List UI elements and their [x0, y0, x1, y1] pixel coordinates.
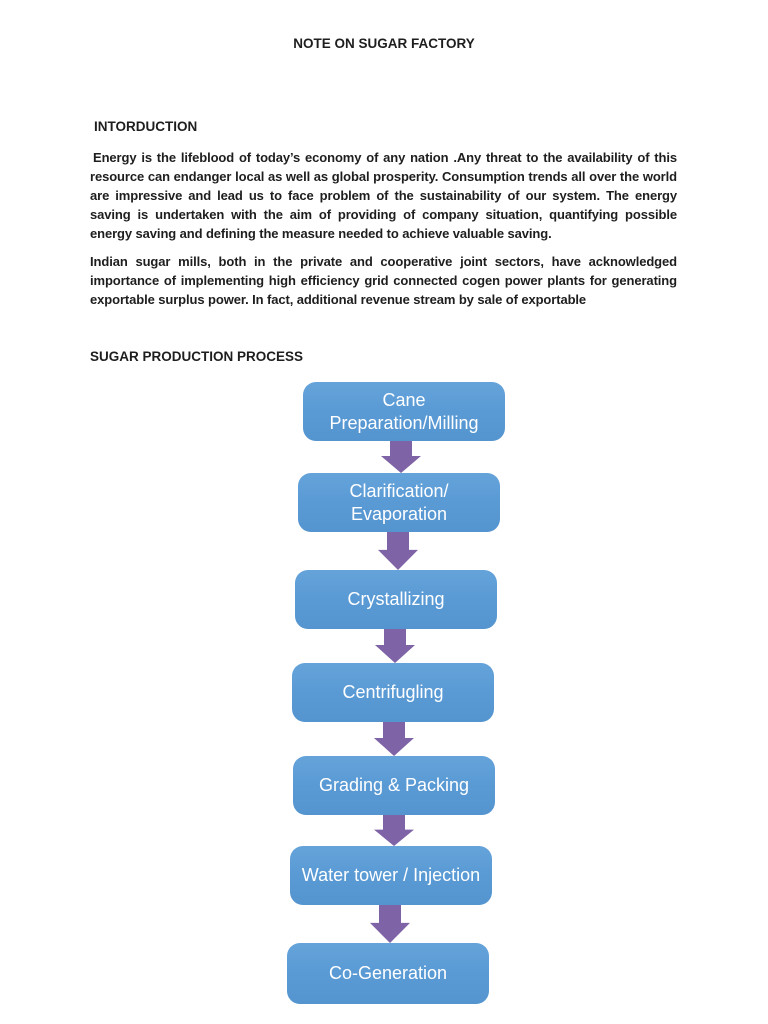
down-arrow-icon [375, 629, 415, 663]
down-arrow-icon [378, 532, 418, 570]
flow-step-water-tower-injection: Water tower / Injection [290, 846, 492, 905]
flow-step-label: Co-Generation [328, 963, 448, 983]
down-arrow-icon [381, 441, 421, 473]
flow-step-co-generation: Co-Generation [287, 943, 489, 1004]
process-heading: SUGAR PRODUCTION PROCESS [90, 349, 304, 364]
flow-step-cane-preparation-milling: Cane Preparation/Milling [303, 382, 505, 441]
down-arrow-icon [374, 722, 414, 756]
flow-step-crystallizing: Crystallizing [295, 570, 497, 629]
flow-step-grading-packing: Grading & Packing [293, 756, 495, 815]
introduction-heading: INTORDUCTION [94, 119, 198, 134]
flow-step-centrifugling: Centrifugling [292, 663, 494, 722]
flow-step-label: Grading & Packing [318, 775, 470, 795]
intro-paragraph-1: Energy is the lifeblood of today’s econo… [90, 150, 677, 241]
flow-step-label: Cane Preparation/Milling [329, 389, 479, 433]
page-title: NOTE ON SUGAR FACTORY [293, 36, 475, 51]
intro-paragraph-2: Indian sugar mills, both in the private … [90, 254, 677, 307]
flow-step-clarification-evaporation: Clarification/ Evaporation [298, 473, 500, 532]
flow-step-label: Water tower / Injection [301, 865, 481, 885]
flow-step-label: Centrifugling [342, 682, 444, 702]
flow-step-label: Crystallizing [347, 589, 445, 609]
down-arrow-icon [370, 905, 410, 943]
down-arrow-icon [374, 815, 414, 846]
flow-step-label: Clarification/ Evaporation [349, 480, 449, 524]
sugar-production-flowchart: Cane Preparation/Milling Clarification/ … [0, 382, 768, 1006]
